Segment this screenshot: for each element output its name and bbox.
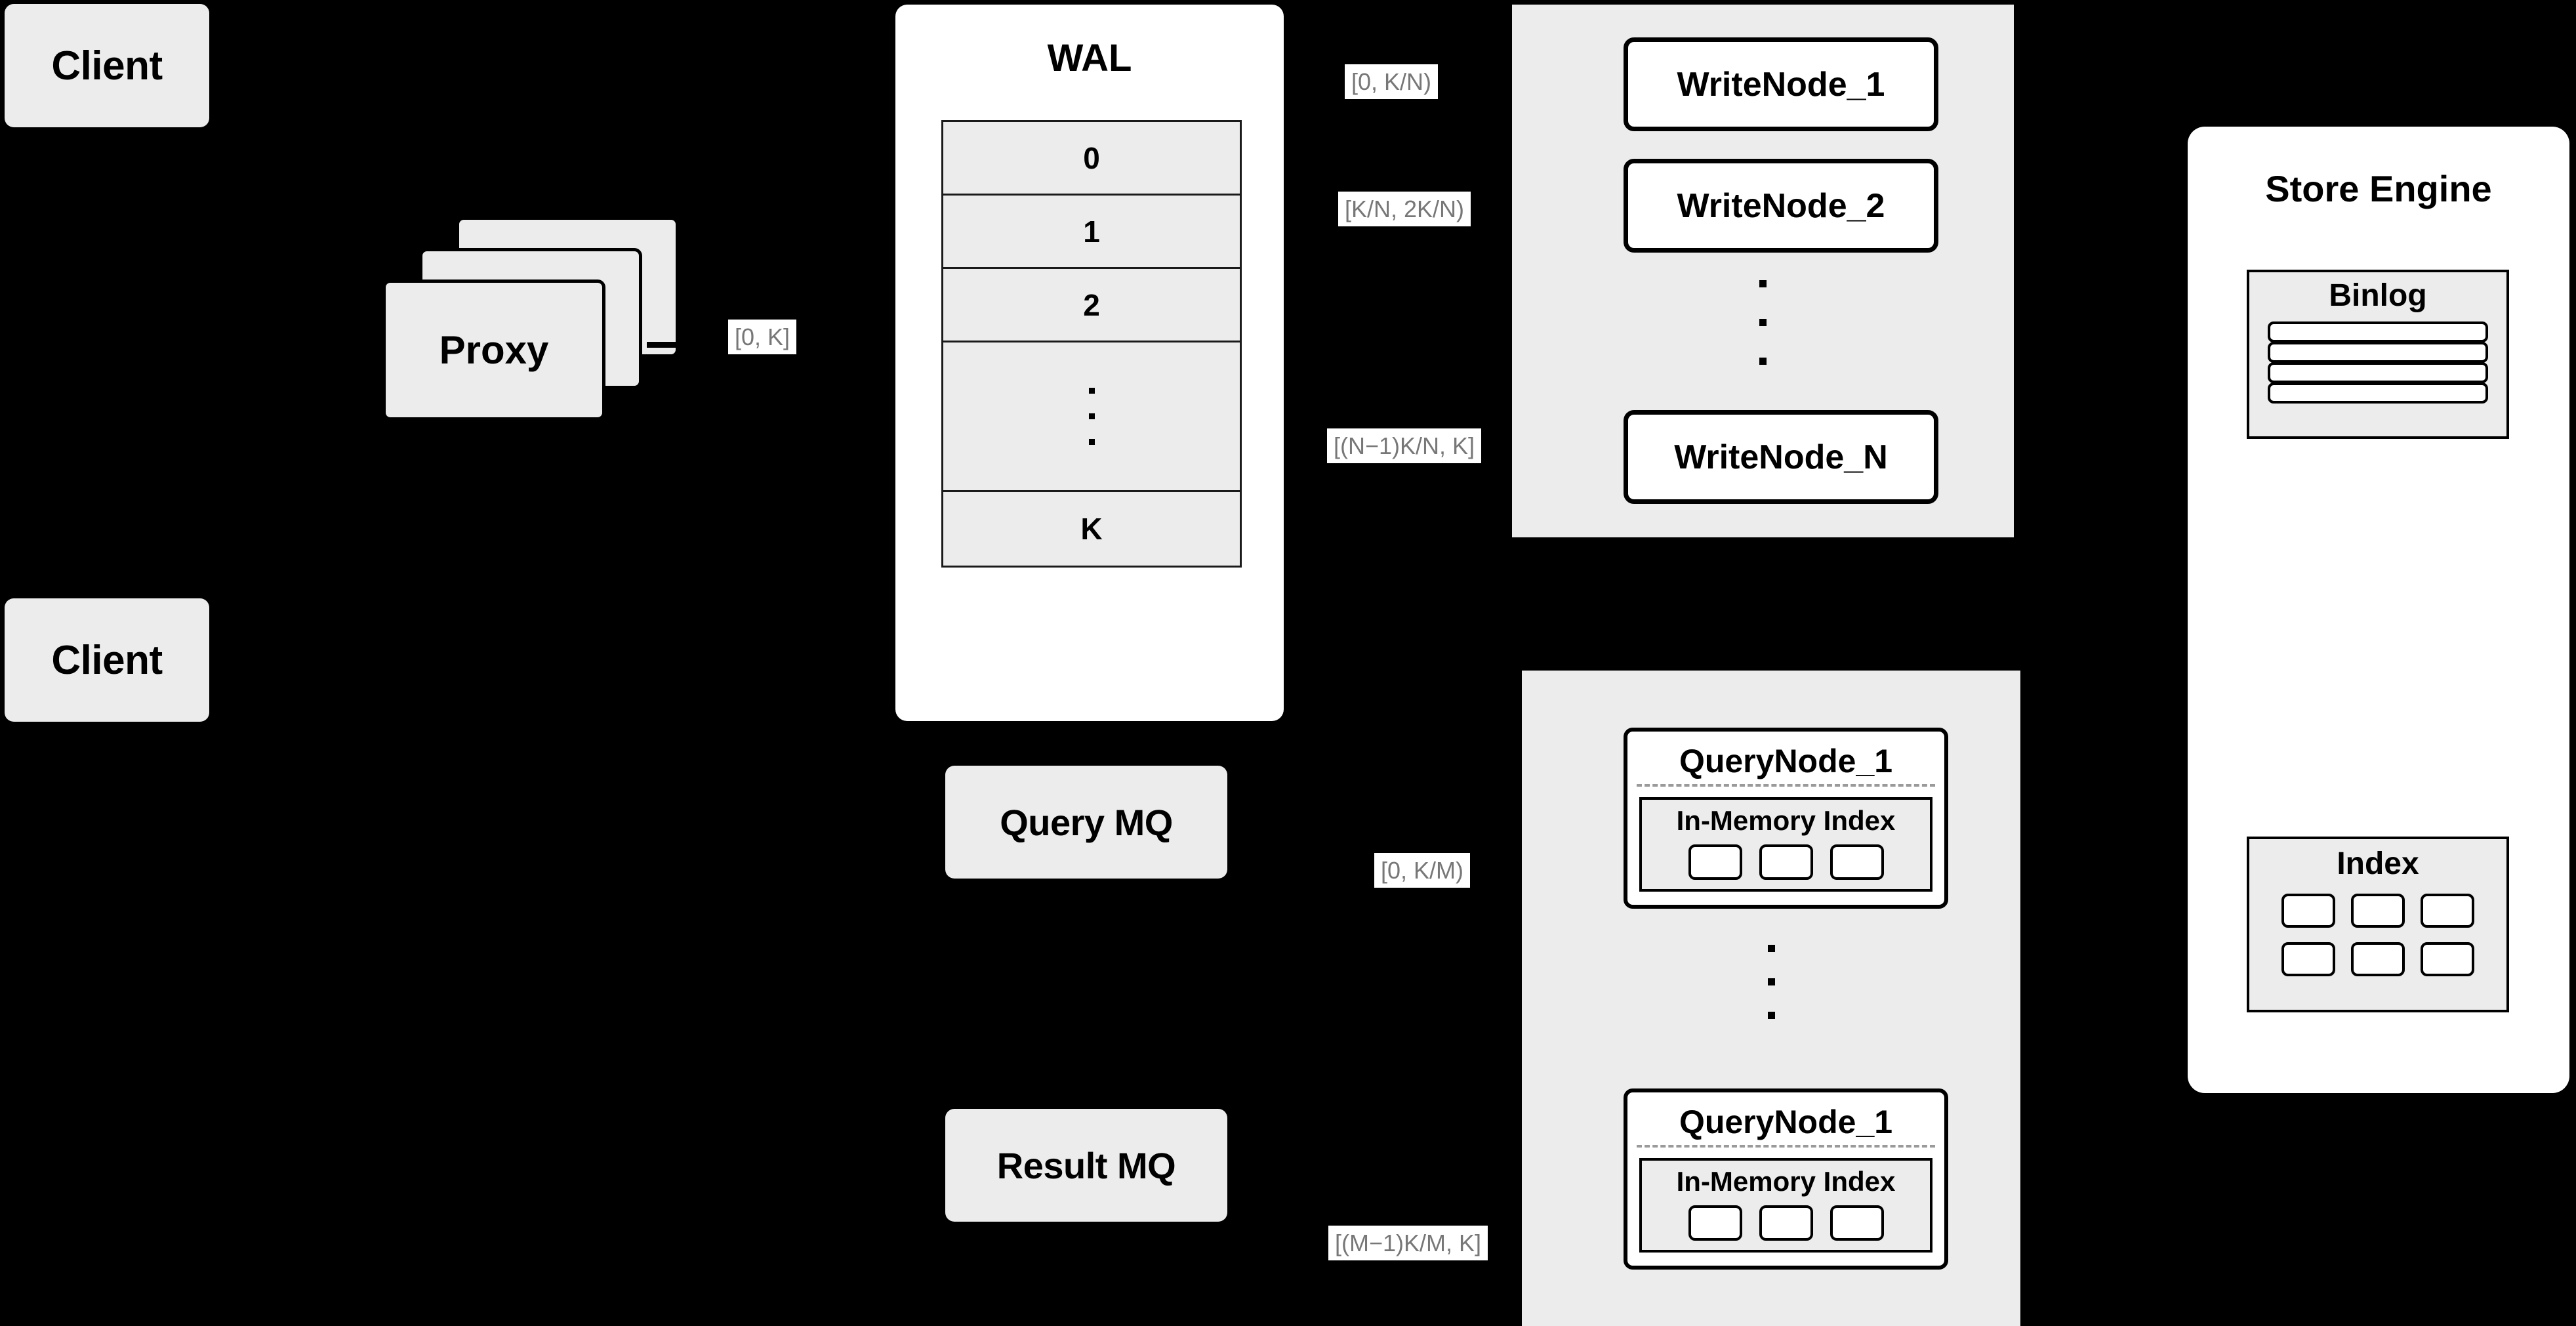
querynode-vertical-ellipsis-icon: [1522, 945, 2020, 1019]
writenode-label: WriteNode_N: [1674, 438, 1888, 476]
wal-row-label: 2: [1083, 287, 1100, 322]
writenode-1-box[interactable]: WriteNode_1: [1624, 37, 1938, 131]
client-box-bottom[interactable]: Client: [5, 598, 209, 722]
writenode-label: WriteNode_2: [1677, 186, 1885, 225]
wal-table: 0 1 2 K: [941, 120, 1242, 568]
index-segment-cell: [1759, 1205, 1813, 1241]
querynode-divider: [1637, 784, 1935, 787]
store-engine-container: Store Engine Binlog Index: [2188, 127, 2569, 1093]
range-tag-querynode-1: [0, K/M): [1374, 853, 1471, 888]
wal-title: WAL: [1047, 37, 1132, 79]
in-memory-index-title: In-Memory Index: [1676, 805, 1896, 836]
proxy-sheet-front[interactable]: Proxy: [382, 280, 605, 421]
index-grid: [2249, 894, 2506, 976]
writenode-label: WriteNode_1: [1677, 65, 1885, 104]
in-memory-index-box: In-Memory Index: [1639, 797, 1932, 892]
binlog-title: Binlog: [2329, 278, 2427, 313]
querynode-m-box[interactable]: QueryNode_1 In-Memory Index: [1624, 1088, 1948, 1270]
binlog-segment-bar: [2268, 342, 2488, 363]
wal-row-label: 0: [1083, 140, 1100, 175]
proxy-to-wal-connector: [647, 342, 689, 348]
wal-container: WAL 0 1 2 K: [895, 5, 1284, 721]
query-mq-box[interactable]: Query MQ: [945, 766, 1227, 879]
index-segment-cell: [1688, 1205, 1742, 1241]
wal-row[interactable]: K: [943, 492, 1240, 566]
in-memory-index-title: In-Memory Index: [1676, 1166, 1896, 1197]
in-memory-index-box: In-Memory Index: [1639, 1158, 1932, 1253]
index-segment-cell: [1688, 844, 1742, 880]
proxy-label: Proxy: [439, 328, 549, 372]
wal-row-label: 1: [1083, 214, 1100, 249]
range-tag-writenode-n: [(N−1)K/N, K]: [1327, 428, 1482, 464]
binlog-segment-bar: [2268, 362, 2488, 383]
index-title: Index: [2337, 846, 2419, 881]
writenode-group: WriteNode_1 WriteNode_2 WriteNode_N: [1512, 5, 2014, 537]
wal-row[interactable]: 1: [943, 196, 1240, 269]
result-mq-box[interactable]: Result MQ: [945, 1109, 1227, 1222]
index-segment-cell: [1830, 1205, 1884, 1241]
writenode-n-box[interactable]: WriteNode_N: [1624, 410, 1938, 504]
querynode-divider: [1637, 1145, 1935, 1148]
wal-row[interactable]: 0: [943, 122, 1240, 196]
index-cell: [2421, 894, 2474, 928]
range-tag-querynode-m: [(M−1)K/M, K]: [1328, 1226, 1488, 1261]
querynode-label: QueryNode_1: [1679, 1104, 1893, 1140]
client-label: Client: [51, 43, 163, 89]
range-tag-proxy-output: [0, K]: [728, 320, 797, 355]
querynode-group: QueryNode_1 In-Memory Index QueryNode_1 …: [1522, 671, 2020, 1326]
index-segment-cell: [1830, 844, 1884, 880]
index-segment-cell: [1759, 844, 1813, 880]
index-cell: [2351, 894, 2405, 928]
vertical-ellipsis-icon: [1088, 388, 1095, 445]
query-mq-label: Query MQ: [1000, 801, 1173, 843]
in-memory-index-cells: [1642, 1205, 1930, 1241]
querynode-1-box[interactable]: QueryNode_1 In-Memory Index: [1624, 728, 1948, 909]
writenode-2-box[interactable]: WriteNode_2: [1624, 159, 1938, 253]
binlog-segment-bar: [2268, 383, 2488, 404]
index-cell: [2281, 894, 2335, 928]
in-memory-index-cells: [1642, 844, 1930, 880]
index-cell: [2281, 942, 2335, 976]
binlog-box[interactable]: Binlog: [2247, 270, 2509, 439]
querynode-label: QueryNode_1: [1679, 743, 1893, 779]
writenode-vertical-ellipsis-icon: [1512, 280, 2014, 365]
result-mq-label: Result MQ: [996, 1144, 1176, 1186]
wal-row-ellipsis: [943, 342, 1240, 492]
range-tag-writenode-1: [0, K/N): [1345, 64, 1439, 100]
store-engine-title: Store Engine: [2265, 168, 2492, 209]
binlog-bars: [2268, 321, 2488, 404]
client-label: Client: [51, 637, 163, 683]
client-box-top[interactable]: Client: [5, 4, 209, 127]
proxy-stack[interactable]: Proxy: [382, 217, 691, 440]
binlog-segment-bar: [2268, 321, 2488, 342]
wal-row-label: K: [1080, 512, 1103, 546]
range-tag-writenode-2: [K/N, 2K/N): [1338, 192, 1471, 227]
index-cell: [2351, 942, 2405, 976]
wal-row[interactable]: 2: [943, 269, 1240, 342]
index-cell: [2421, 942, 2474, 976]
index-box[interactable]: Index: [2247, 837, 2509, 1012]
